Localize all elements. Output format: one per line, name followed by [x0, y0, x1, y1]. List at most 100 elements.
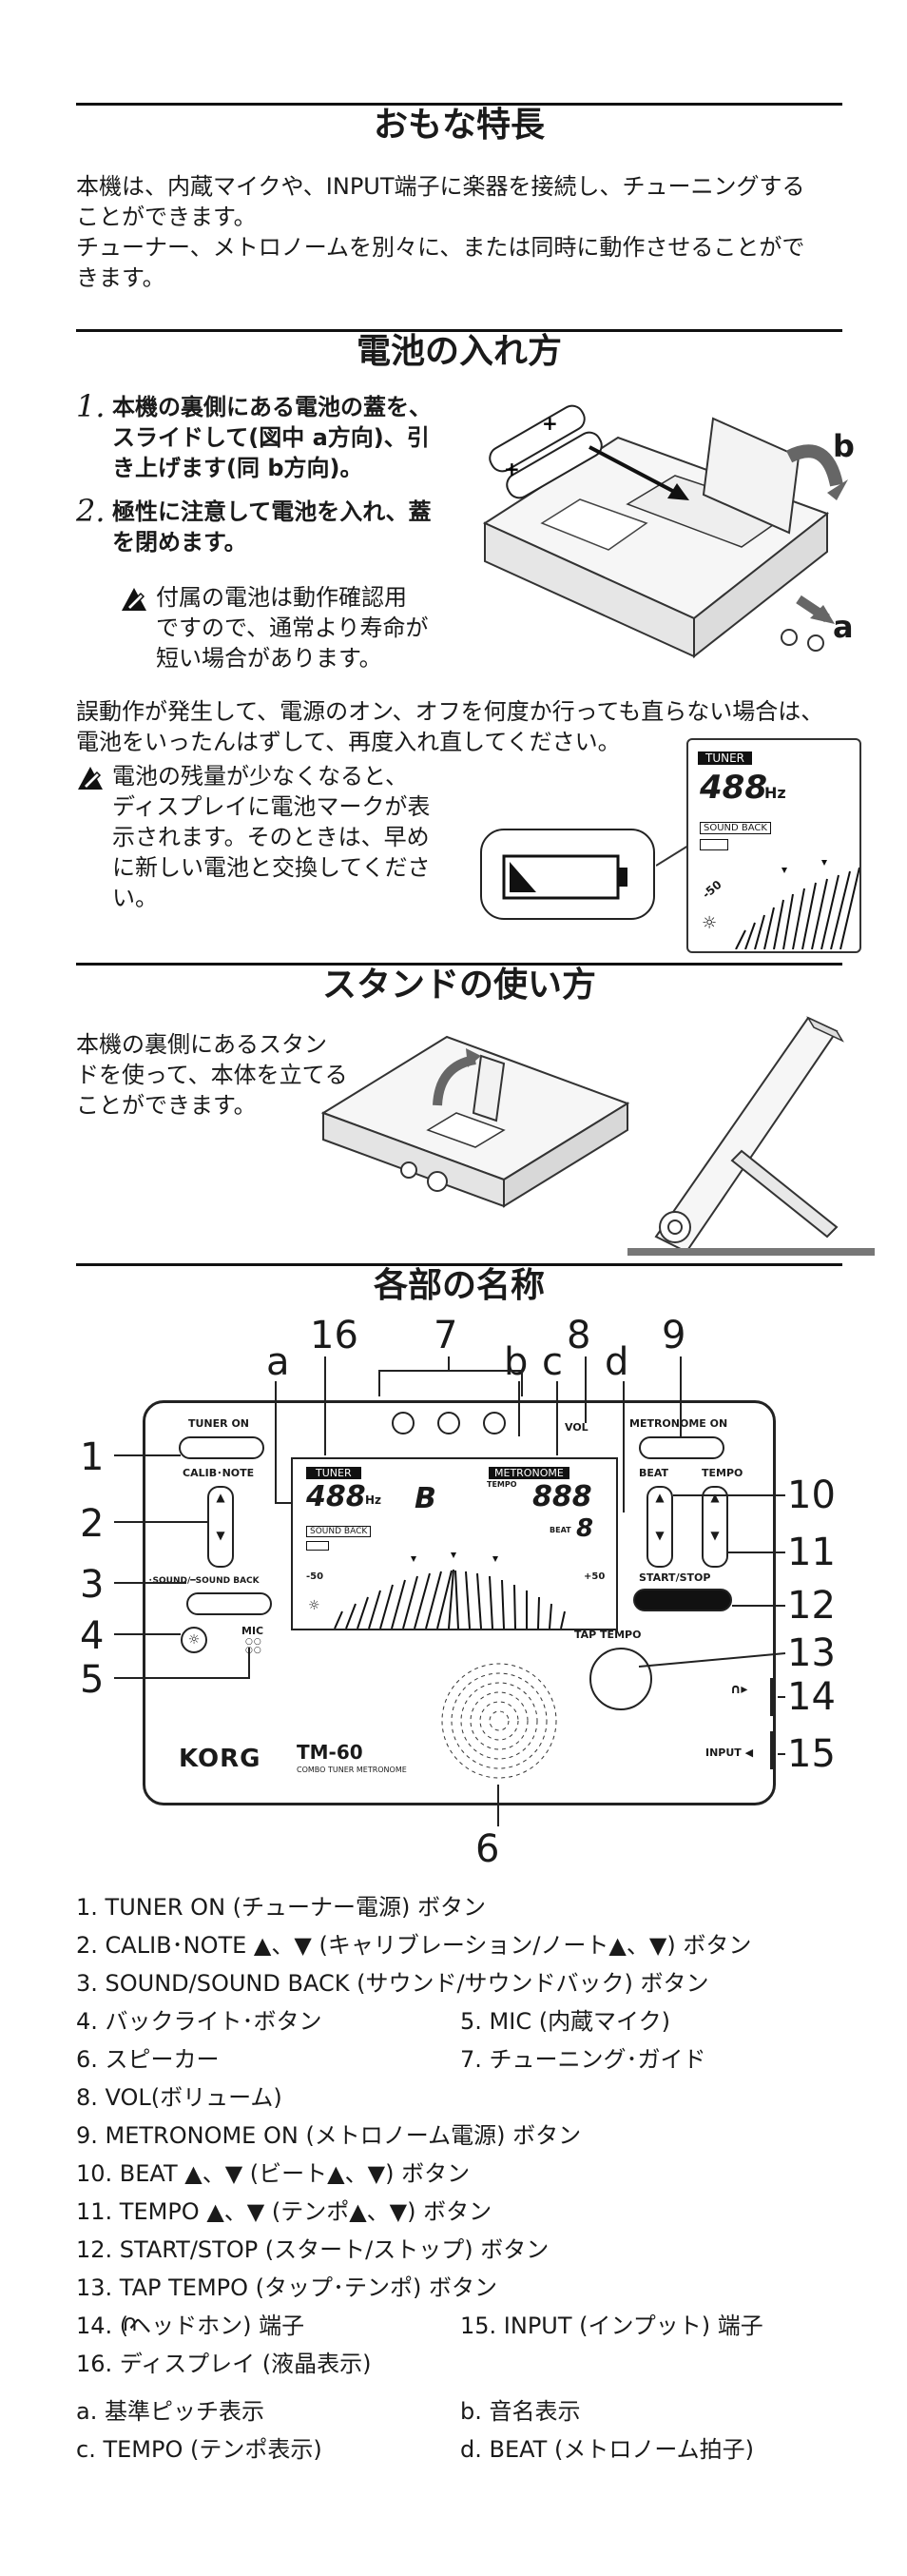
speaker-grille — [441, 1663, 557, 1779]
display-note-name: B — [415, 1482, 436, 1515]
headphone-icon: ∩ — [122, 2310, 139, 2336]
parts-list-item: 3. SOUND/SOUND BACK (サウンド/サウンドバック) ボタン — [76, 1970, 709, 1997]
start-stop-button[interactable] — [633, 1589, 732, 1611]
callout-d: d — [605, 1340, 629, 1384]
section-rule-stand — [76, 963, 842, 966]
callout-10: 10 — [787, 1473, 836, 1517]
callout-12: 12 — [787, 1584, 836, 1628]
tap-tempo-label: TAP TEMPO — [574, 1629, 642, 1641]
sound-back-label: ･SOUND/━SOUND BACK — [148, 1576, 260, 1586]
section-rule-features — [76, 103, 842, 106]
parts-list-item: 16. ディスプレイ (液晶表示) — [76, 2351, 372, 2377]
diagram-label-b: b — [833, 428, 855, 464]
calib-note-button[interactable]: ▲▼ — [207, 1486, 234, 1568]
section-rule-parts — [76, 1263, 842, 1266]
section-title-stand: スタンドの使い方 — [321, 966, 596, 1005]
display-tuner-tag: TUNER — [306, 1467, 361, 1479]
section-title-parts: 各部の名称 — [373, 1266, 545, 1305]
svg-text:+: + — [504, 458, 520, 480]
display-hz: Hz — [365, 1493, 382, 1507]
input-label: INPUT ◀ — [705, 1747, 754, 1759]
parts-list-item: 13. TAP TEMPO (タップ･テンポ) ボタン — [76, 2274, 497, 2301]
tap-tempo-button[interactable] — [589, 1648, 652, 1710]
callout-11: 11 — [787, 1531, 836, 1574]
section-title-battery: 電池の入れ方 — [356, 332, 562, 371]
parts-list-item: 15. INPUT (インプット) 端子 — [460, 2313, 763, 2339]
parts-list-item: 5. MIC (内蔵マイク) — [460, 2008, 670, 2035]
tempo-label: TEMPO — [702, 1467, 743, 1479]
display-minus50: -50 — [306, 1571, 324, 1582]
korg-logo: KORG — [179, 1745, 261, 1773]
callout-4: 4 — [80, 1614, 105, 1658]
tempo-button[interactable]: ▲▼ — [702, 1486, 728, 1568]
sound-button[interactable] — [186, 1592, 272, 1615]
svg-text:+: + — [542, 412, 558, 435]
step-2-text: 極性に注意して電池を入れ、蓋 を閉めます。 — [112, 498, 432, 556]
beat-label: BEAT — [639, 1467, 669, 1479]
callout-3: 3 — [80, 1563, 105, 1607]
callout-8: 8 — [567, 1314, 591, 1357]
parts-list-item: c. TEMPO (テンポ表示) — [76, 2436, 322, 2463]
backlight-button[interactable]: ☼ — [181, 1627, 207, 1653]
parts-list-item: d. BEAT (メトロノーム拍子) — [460, 2436, 754, 2463]
battery-insertion-illustration: + + — [482, 404, 848, 659]
beat-button[interactable]: ▲▼ — [646, 1486, 673, 1568]
stand-body: 本機の裏側にあるスタン ドを使って、本体を立てる ことができます。 — [76, 1031, 348, 1119]
callout-5: 5 — [80, 1658, 105, 1702]
mini-display-meter — [735, 860, 859, 949]
parts-list-item: 12. START/STOP (スタート/ストップ) ボタン — [76, 2236, 550, 2263]
parts-list-item: a. 基準ピッチ表示 — [76, 2398, 264, 2425]
parts-list-item: 2. CALIB･NOTE ▲、▼ (キャリブレーション/ノート▲、▼) ボタン — [76, 1932, 752, 1959]
callout-9: 9 — [662, 1314, 686, 1357]
model-name: TM-60 — [297, 1741, 363, 1764]
display-plus50: +50 — [584, 1571, 606, 1582]
tuner-on-button[interactable] — [179, 1436, 264, 1459]
metronome-on-label: METRONOME ON — [629, 1417, 728, 1430]
mini-display-sound-back: SOUND BACK — [700, 822, 771, 834]
mini-display-minus50: -50 — [700, 877, 724, 902]
warning-pencil-icon — [78, 767, 103, 790]
model-subtitle: COMBO TUNER METRONOME — [297, 1766, 407, 1774]
display-meter-arc — [334, 1552, 566, 1629]
display-metronome-tag: METRONOME — [489, 1467, 569, 1479]
callout-leader-lines — [114, 1356, 786, 1826]
callout-2: 2 — [80, 1502, 105, 1546]
low-battery-icon — [480, 829, 655, 920]
mini-display: TUNER 488 Hz SOUND BACK -50 ☼ — [686, 738, 861, 953]
callout-b: b — [504, 1340, 529, 1384]
metronome-on-button[interactable] — [639, 1436, 724, 1459]
callout-a: a — [266, 1340, 290, 1384]
features-body: 本機は、内蔵マイクや、INPUT端子に楽器を接続し、チューニングする ことができ… — [76, 173, 805, 291]
parts-list-item: 7. チューニング･ガイド — [460, 2046, 706, 2073]
section-title-features: おもな特長 — [373, 106, 545, 145]
parts-list-item: 10. BEAT ▲、▼ (ビート▲、▼) ボタン — [76, 2160, 471, 2187]
parts-list-item: 14. (ヘッドホン) 端子 — [76, 2313, 305, 2339]
section-rule-battery — [76, 329, 842, 332]
display-sound-back: SOUND BACK — [306, 1526, 372, 1537]
backlight-icon: ☼ — [702, 913, 718, 933]
callout-13: 13 — [787, 1631, 836, 1675]
display-tempo-label: TEMPO — [487, 1480, 517, 1489]
stand-side-illustration — [627, 1016, 875, 1256]
mini-display-battery-icon — [700, 839, 728, 850]
start-stop-label: START/STOP — [639, 1571, 711, 1584]
mini-display-frequency: 488 — [700, 769, 767, 807]
parts-list-item: 11. TEMPO ▲、▼ (テンポ▲、▼) ボタン — [76, 2198, 492, 2225]
battery-note-2: 電池の残量が少なくなると、 ディスプレイに電池マークが表 示されます。そのときは… — [112, 763, 431, 911]
display-battery-icon — [306, 1541, 329, 1551]
tuning-guide-led — [392, 1412, 415, 1434]
side-jack — [770, 1731, 776, 1769]
callout-1: 1 — [80, 1435, 105, 1479]
callout-16: 16 — [310, 1314, 358, 1357]
display-frequency: 488 — [306, 1480, 366, 1513]
parts-list-item: 8. VOL(ボリューム) — [76, 2084, 282, 2111]
tuning-guide-led — [437, 1412, 460, 1434]
step-1-number: 1. — [76, 388, 106, 424]
display-tempo-value: 888 — [532, 1480, 592, 1513]
tuning-guide-bracket — [378, 1370, 523, 1396]
side-jack — [770, 1678, 776, 1716]
callout-7: 7 — [434, 1314, 458, 1357]
calib-note-label: CALIB･NOTE — [183, 1467, 255, 1479]
step-1-text: 本機の裏側にある電池の蓋を、 スライドして(図中 a方向)、引 き上げます(同 … — [112, 394, 432, 481]
lcd-display: TUNER 488 Hz B METRONOME TEMPO 888 BEAT … — [291, 1457, 618, 1630]
